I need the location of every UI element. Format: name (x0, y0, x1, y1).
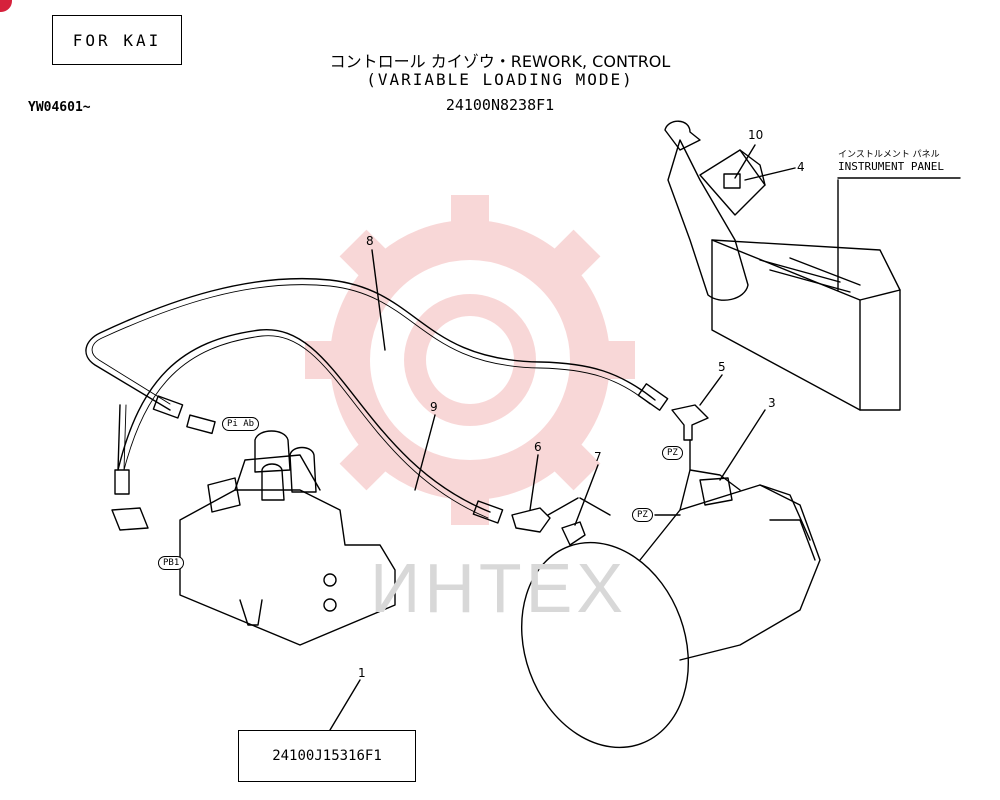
callout-1: 1 (358, 666, 366, 680)
serial-range: YW04601~ (28, 100, 91, 115)
part-number-box: 24100J15316F1 (238, 730, 416, 782)
panel-label-en: INSTRUMENT PANEL (838, 160, 944, 173)
port-label-pz-2: PZ (632, 508, 653, 522)
watermark-gear-icon (305, 195, 635, 525)
instrument-panel (711, 177, 961, 411)
hose-9 (117, 329, 491, 513)
page-subtitle: (VARIABLE LOADING MODE) (366, 70, 634, 89)
callout-6: 6 (534, 440, 542, 454)
callout-8: 8 (366, 234, 374, 248)
callout-10: 10 (748, 128, 764, 142)
callout-9: 9 (430, 400, 438, 414)
fitting-5 (671, 404, 709, 441)
port-label-pb1: PB1 (158, 556, 185, 570)
plug-7 (561, 521, 586, 546)
port-label-pi-ab: Pi Ab (222, 417, 260, 431)
joystick-lever (664, 120, 766, 301)
fitting-6 (511, 507, 551, 533)
assembly-part-number: 24100N8238F1 (445, 96, 555, 114)
port-label-pz-1: PZ (662, 446, 683, 460)
watermark-text: ИНТЕХ (370, 549, 628, 627)
applicability-box: FOR KAI (52, 15, 182, 65)
page-title: コントロール カイゾウ・REWORK, CONTROL (329, 52, 671, 71)
hose-8 (85, 277, 656, 411)
callout-4: 4 (797, 160, 805, 174)
panel-label-jp: インストルメント パネル (838, 150, 940, 160)
callout-3: 3 (768, 396, 776, 410)
pump-3 (520, 439, 821, 749)
callout-7: 7 (594, 450, 602, 464)
control-valve-1 (111, 430, 396, 646)
callout-5: 5 (718, 360, 726, 374)
